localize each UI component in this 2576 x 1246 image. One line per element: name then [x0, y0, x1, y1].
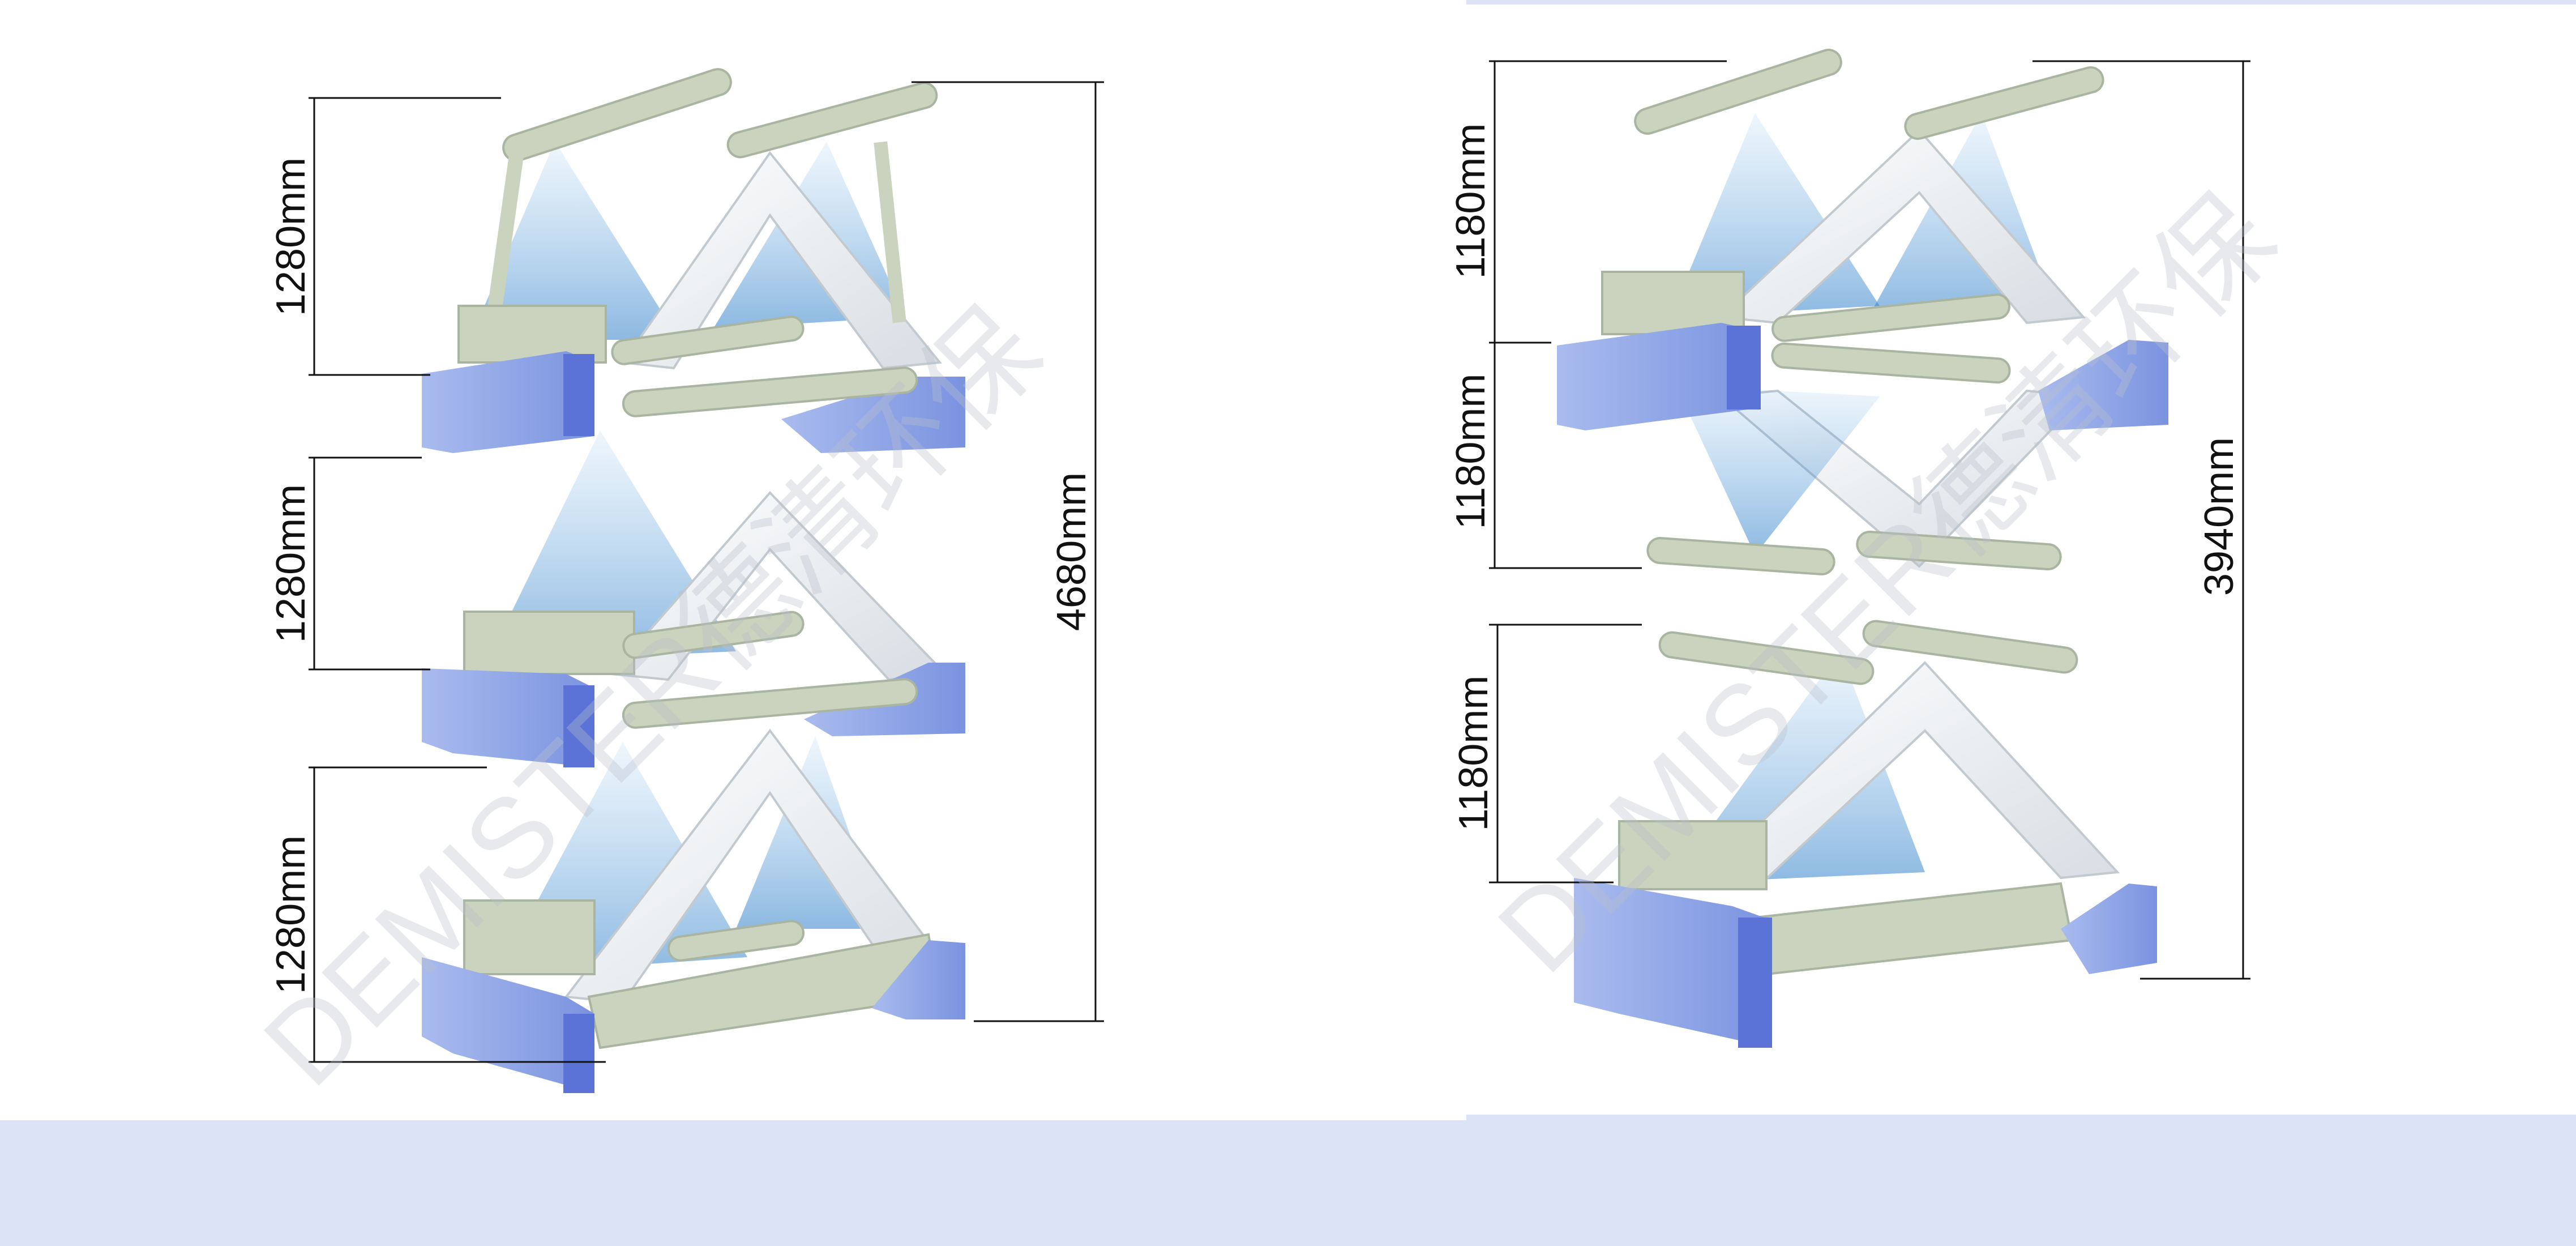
support-beam-face — [563, 685, 594, 767]
frame-box — [463, 899, 596, 975]
bottom-pipe — [1646, 537, 1835, 575]
left-assembly: 1280mm 1280mm 1280mm 4680mm DEMISTER德清环保 — [241, 68, 1104, 1110]
support-beam — [2038, 340, 2168, 430]
frame-post — [874, 141, 906, 323]
pipe — [1658, 631, 1875, 685]
frame-box — [457, 305, 607, 364]
support-beam — [781, 377, 965, 453]
left-tier-2 — [422, 430, 965, 767]
pipe — [1634, 49, 1842, 135]
dimension-label-tier-3: 1280mm — [268, 835, 314, 994]
left-dimensions — [309, 81, 1104, 1063]
mid-pipe — [1771, 342, 2011, 384]
support-beam — [1557, 323, 1761, 430]
pipe — [1862, 620, 2078, 674]
dimension-label-tier-1: 1280mm — [268, 157, 314, 316]
pipe — [726, 82, 938, 159]
lower-pipe — [622, 366, 918, 417]
top-band-right — [1466, 0, 2576, 5]
dimension-label-upper: 1180mm — [1448, 123, 1494, 279]
pipe — [502, 68, 732, 162]
bottom-pipe — [1856, 530, 2062, 571]
bottom-band-left — [0, 1120, 1466, 1246]
pipe — [1904, 66, 2104, 140]
grating — [1753, 882, 2074, 976]
support-beam — [422, 957, 594, 1093]
frame-post — [486, 147, 525, 318]
support-beam — [422, 351, 594, 453]
right-upper-section — [1557, 49, 2168, 575]
support-beam-face — [563, 1014, 594, 1093]
lower-pipe — [622, 611, 805, 659]
spray-cone — [470, 142, 679, 340]
support-beam-face — [563, 354, 594, 436]
spray-cone — [1676, 385, 1880, 555]
lower-pipe — [611, 315, 805, 365]
lower-pipe — [622, 678, 918, 729]
support-beam — [2061, 884, 2157, 974]
support-beam — [872, 940, 965, 1019]
dimension-label-middle: 1180mm — [1448, 374, 1494, 530]
lower-pipe — [667, 920, 805, 962]
chevron-blade — [621, 151, 942, 370]
support-beam-face — [1727, 326, 1761, 409]
dimension-label-total: 3940mm — [2197, 437, 2242, 596]
right-lower-section — [1574, 620, 2157, 1048]
bottom-band-right — [1466, 1115, 2576, 1246]
right-dimensions — [1489, 60, 2250, 980]
support-beam — [422, 668, 594, 767]
mid-pipe — [1771, 293, 2010, 342]
dimension-label-lower: 1180mm — [1451, 676, 1496, 831]
support-beam-face — [1738, 918, 1772, 1048]
dimension-label-tier-2: 1280mm — [268, 484, 314, 643]
support-beam — [1574, 878, 1772, 1048]
frame-box — [1618, 820, 1768, 890]
left-tier-3 — [422, 728, 965, 1093]
dimension-label-total: 4680mm — [1049, 472, 1094, 631]
right-assembly: 1180mm 1180mm 1180mm 3940mm DEMISTER德清环保 — [1448, 49, 2298, 1048]
left-tier-1 — [422, 68, 965, 453]
